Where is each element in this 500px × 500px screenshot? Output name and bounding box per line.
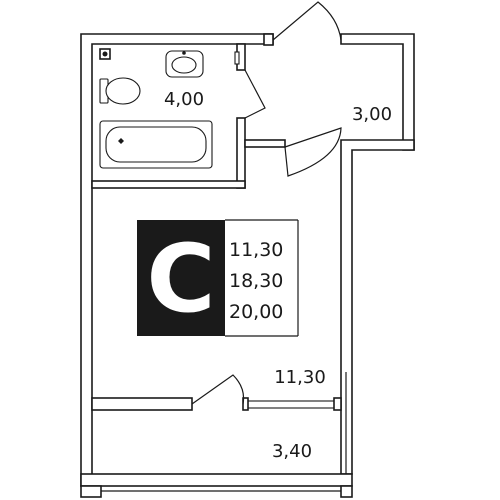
balcony-door-post-right [333, 397, 342, 411]
total-area-value: 20,00 [229, 301, 283, 323]
top-wall-end-cap [263, 33, 274, 46]
living-area-value: 11,30 [229, 239, 283, 261]
bathroom-door [244, 69, 266, 119]
room-door [284, 127, 342, 177]
bathtub-icon [99, 120, 213, 169]
bottom-right-column [340, 485, 353, 498]
total-without-balcony-value: 18,30 [229, 270, 283, 292]
toilet-icon [99, 77, 141, 105]
balcony-area-label: 3,40 [272, 441, 312, 462]
doors [191, 1, 342, 405]
balcony-door-swing [191, 374, 245, 405]
apartment-badge: С 11,30 18,30 20,00 [137, 219, 299, 337]
balcony-door-frame [246, 400, 342, 409]
right-wall [340, 139, 415, 475]
bathroom-fixtures [99, 48, 240, 169]
walls [80, 33, 415, 498]
apartment-type-letter: С [147, 225, 216, 334]
hallway-area-label: 3,00 [352, 104, 392, 125]
bathroom-wall-mark [234, 51, 240, 65]
top-wall-right [340, 33, 415, 151]
utility-shaft-dot [102, 51, 108, 57]
bathroom-bottom-wall [91, 180, 246, 189]
entrance-door [272, 1, 342, 41]
main-room-area-label: 11,30 [274, 367, 326, 388]
bottom-left-column [80, 485, 102, 498]
bathroom-area-label: 4,00 [164, 89, 204, 110]
bottom-wall [80, 473, 353, 487]
bathroom-right-wall [236, 117, 246, 189]
sink-icon [165, 50, 204, 78]
hallway-partition [244, 139, 286, 148]
room-balcony-wall-left [91, 397, 193, 411]
badge-square [137, 220, 225, 336]
